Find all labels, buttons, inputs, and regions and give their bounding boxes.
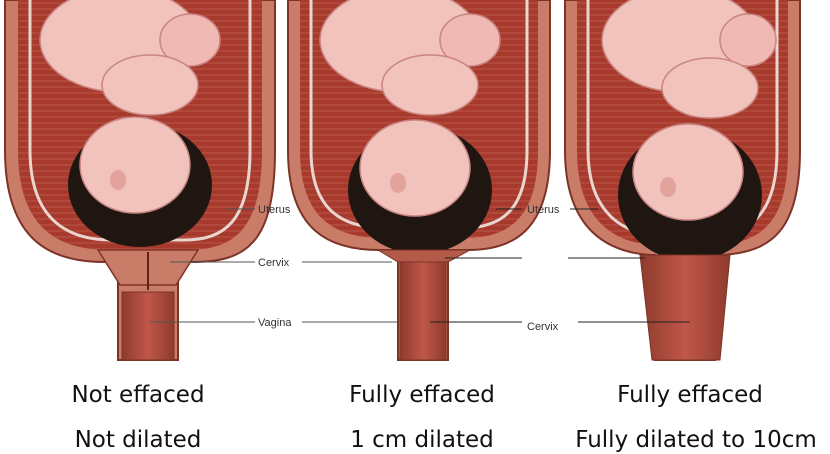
caption-panel1-line2: Not dilated	[48, 427, 228, 453]
panel-not-effaced	[5, 0, 275, 360]
uterus-label-right: Uterus	[527, 204, 560, 216]
panel-fully-effaced-1cm	[288, 0, 550, 360]
caption-panel3-line2: Fully dilated to 10cm	[566, 427, 826, 453]
caption-panel2-line2: 1 cm dilated	[322, 427, 522, 453]
caption-panel2-line1: Fully effaced	[322, 382, 522, 408]
vagina-label: Vagina	[258, 317, 292, 329]
caption-panel1-line1: Not effaced	[48, 382, 228, 408]
panel-fully-dilated	[565, 0, 800, 360]
cervix-label: Cervix	[258, 257, 290, 269]
caption-panel3-line1: Fully effaced	[590, 382, 790, 408]
cervix-label-right: Cervix	[527, 321, 559, 333]
uterus-label: Uterus	[258, 204, 291, 216]
